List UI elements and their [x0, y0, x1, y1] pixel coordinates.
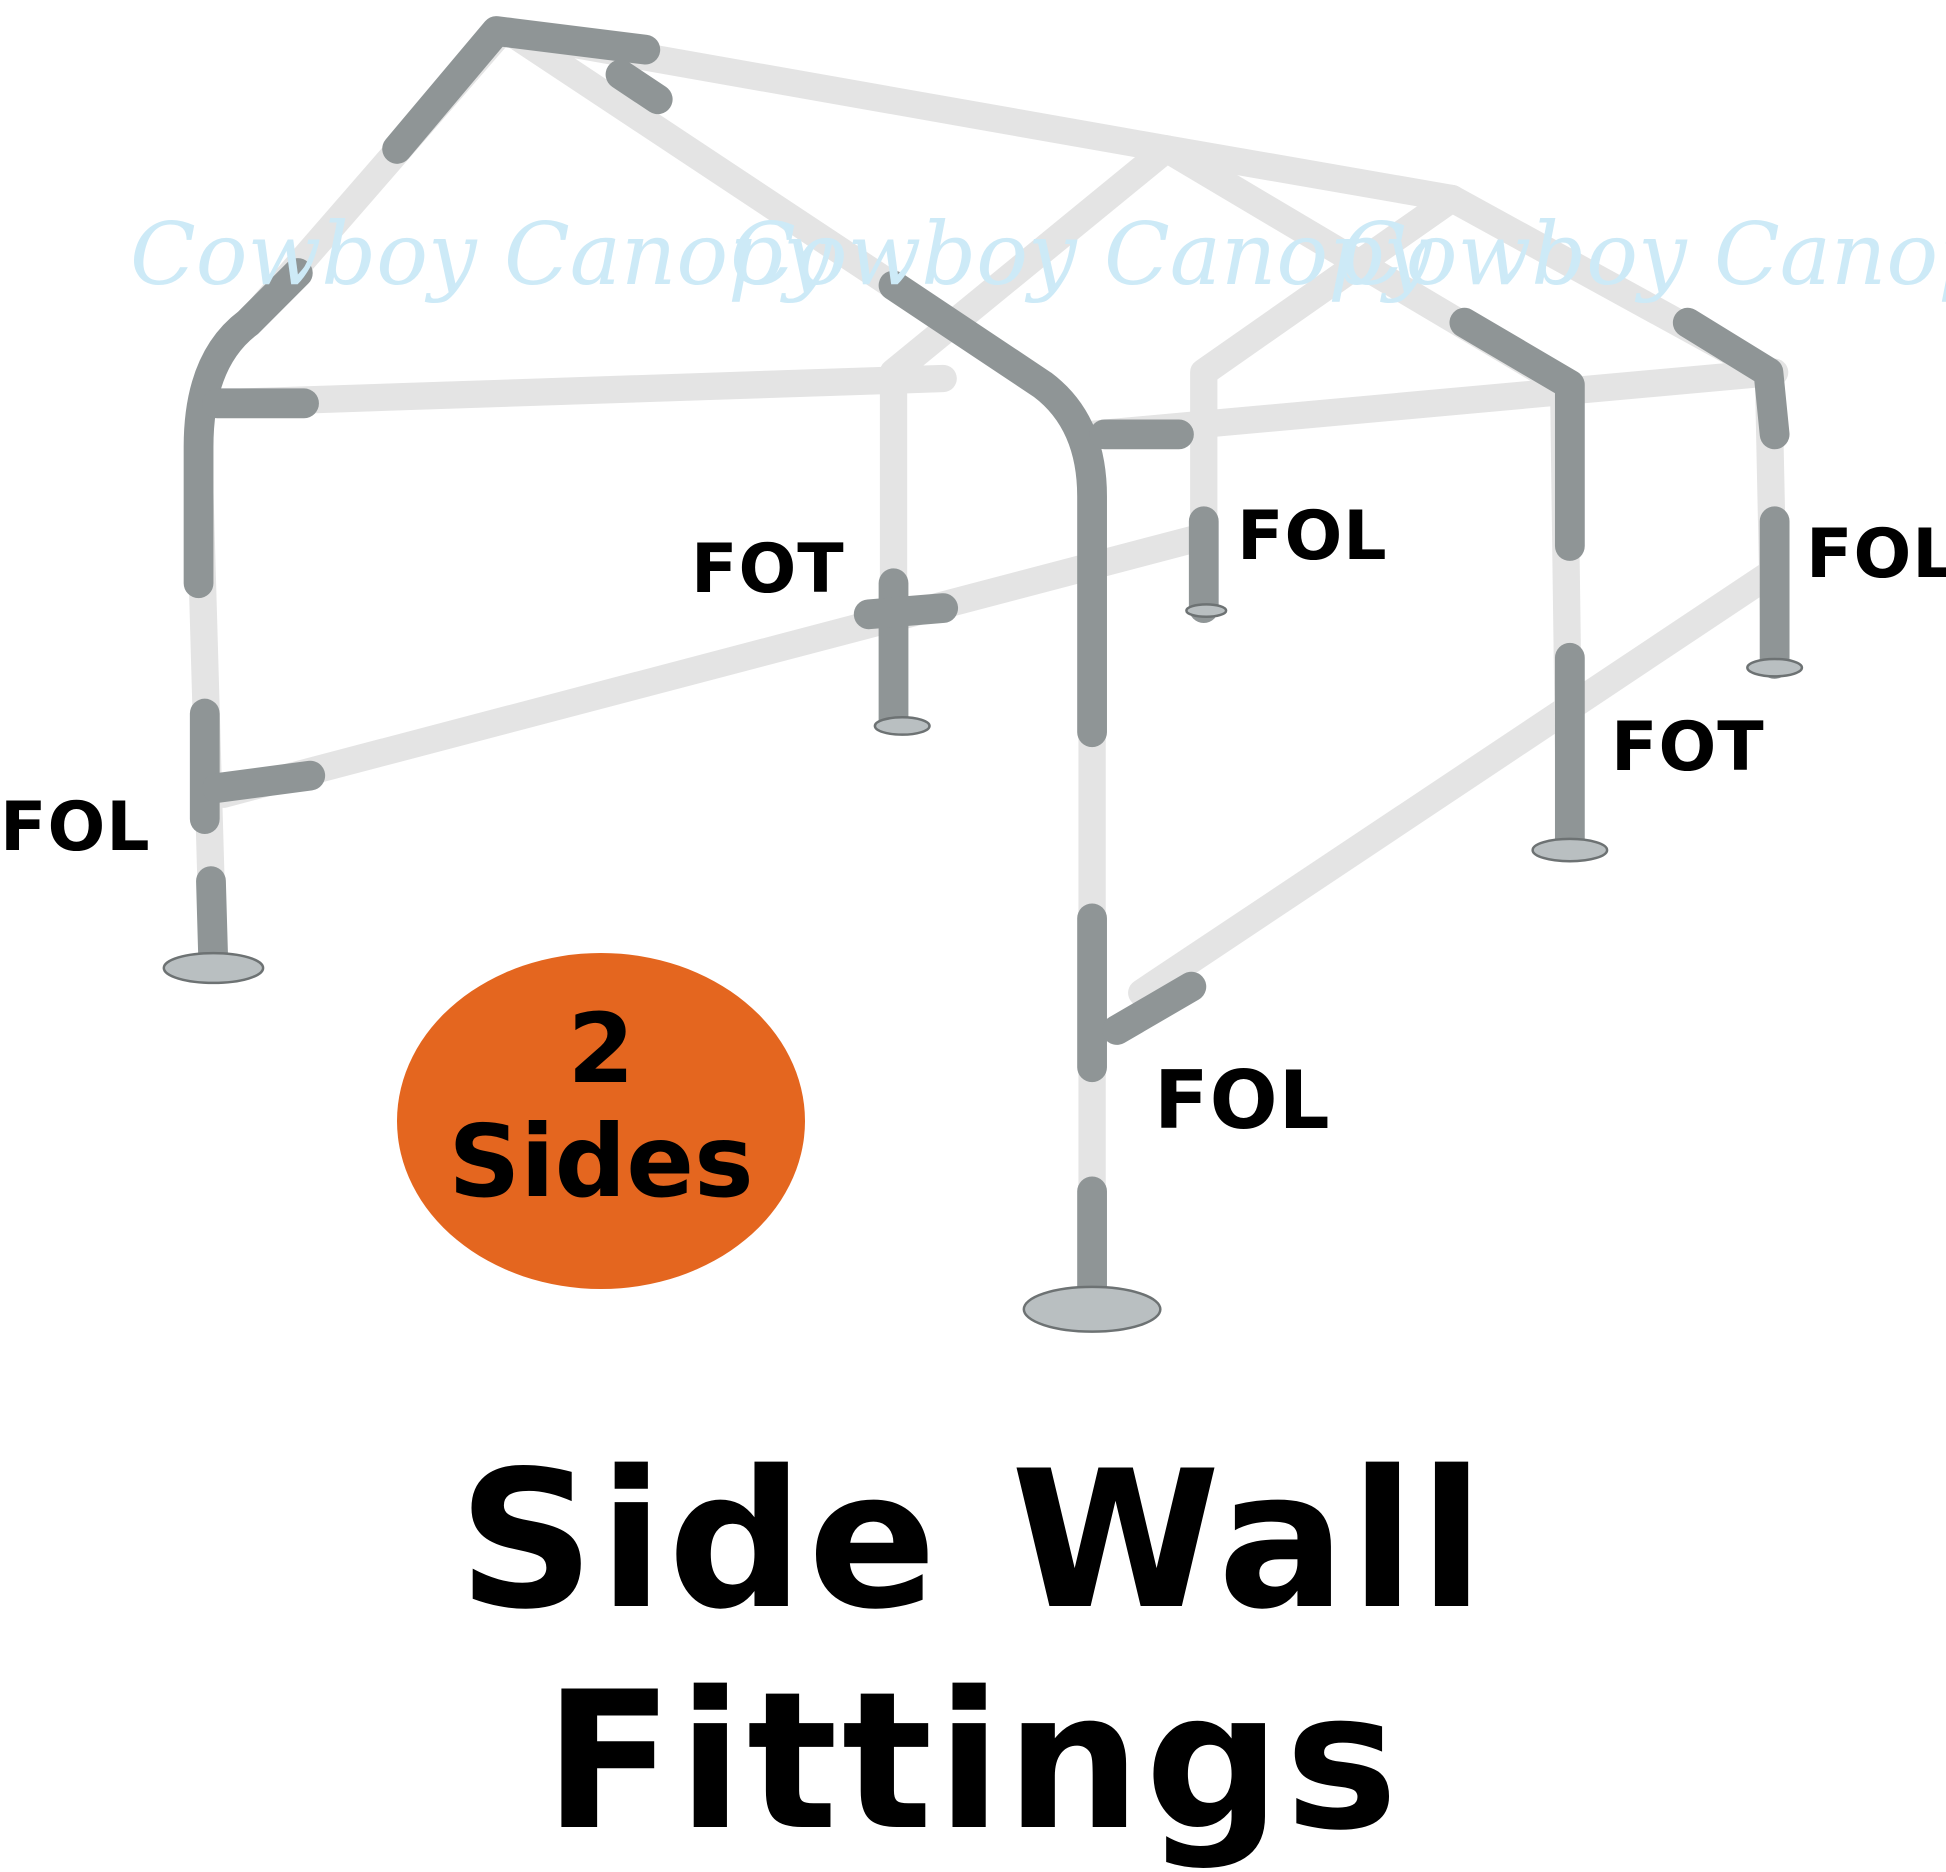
watermark-text: Cowboy Canopy [730, 205, 1432, 305]
watermark-text: Cowboy Canopy [1340, 205, 1946, 305]
watermark-text: Cowboy Canopy [130, 205, 832, 305]
canopy-frame-illustration [162, 16, 1804, 1333]
badge-text: Sides [448, 1103, 754, 1220]
label-fol-front-left: FOL [0, 788, 151, 867]
metal-fittings [183, 16, 1790, 1318]
base-plates [162, 603, 1804, 1333]
badge-number: 2 [567, 993, 635, 1105]
label-fot-front-middle: FOT [691, 530, 845, 609]
label-fol-back-middle: FOL [1237, 497, 1388, 576]
page-title: Side Wall Fittings [457, 1430, 1489, 1872]
sides-badge: 2 Sides [397, 953, 805, 1289]
label-fol-front-right: FOL [1154, 1054, 1331, 1147]
label-fol-back-right: FOL [1806, 515, 1946, 594]
label-fot-right-middle: FOT [1611, 708, 1765, 787]
